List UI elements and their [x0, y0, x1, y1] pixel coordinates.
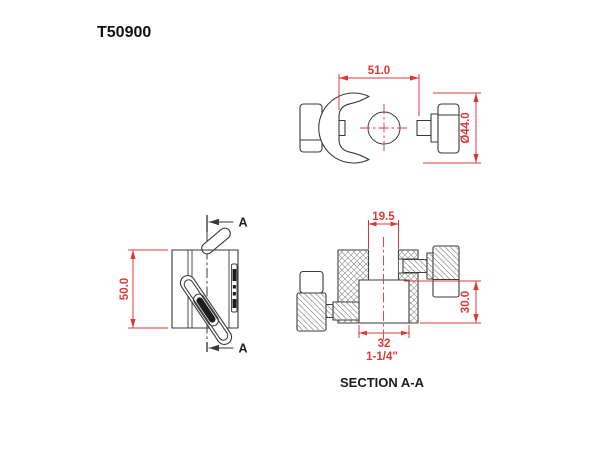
section-arrow-top: A [208, 216, 248, 230]
dim-32-text: 32 [378, 338, 391, 350]
section-label-bottom: A [238, 342, 247, 356]
dimension-51: 51.0 [338, 65, 420, 116]
lever-inner-line [183, 279, 229, 341]
side-screw-stem [201, 227, 231, 255]
dim-19-5-text: 19.5 [372, 211, 395, 223]
lever-brand-label [196, 297, 216, 323]
top-view-right-knob [416, 103, 460, 154]
right-collar [430, 113, 439, 143]
drawing-title: T50900 [97, 24, 151, 41]
section-arrow-bottom: A [208, 342, 248, 356]
dimension-32: 32 1-1/4" [358, 325, 410, 363]
clamp-body-outline [318, 92, 370, 164]
dimension-19-5: 19.5 [368, 211, 399, 249]
right-knob [437, 103, 460, 154]
dim-50-text: 50.0 [119, 278, 131, 300]
lever-handle [179, 275, 233, 345]
dim-inch-text: 1-1/4" [366, 351, 398, 363]
dim-51-text: 51.0 [368, 65, 390, 77]
dim-44-text: Ø44.0 [460, 112, 472, 143]
section-view: 19.5 32 1-1/4" 30.0 SECTION A-A [296, 211, 481, 390]
right-stem [416, 119, 432, 137]
lever-lens [193, 293, 219, 327]
dim-30-text: 30.0 [460, 291, 472, 313]
dimension-30: 30.0 [404, 280, 481, 324]
dimension-44: Ø44.0 [423, 92, 481, 164]
top-view: 51.0 Ø44.0 [299, 65, 481, 164]
section-caption: SECTION A-A [340, 375, 425, 390]
section-left-screw [296, 270, 360, 332]
left-screw-cap [299, 270, 324, 294]
section-label-top: A [238, 216, 247, 230]
side-label-panel [231, 263, 238, 313]
side-view: A A 50.0 [119, 215, 248, 356]
dimension-50: 50.0 [119, 249, 168, 329]
section-right-screw [398, 245, 460, 298]
